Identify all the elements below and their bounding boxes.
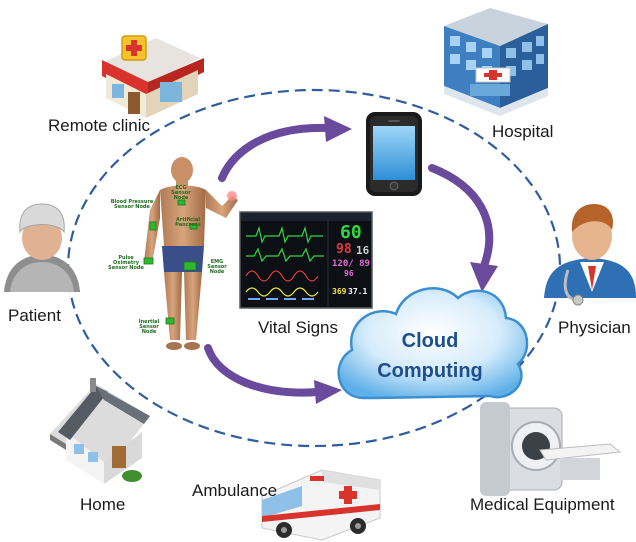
- monitor-spo2: 98: [336, 242, 352, 257]
- flow-arrows: [204, 116, 498, 404]
- ambulance-icon: [261, 469, 381, 541]
- monitor-rr: 16: [356, 244, 370, 257]
- label-physician: Physician: [558, 318, 631, 337]
- cloud-label-line2: Computing: [377, 360, 483, 382]
- monitor-bp: 120/ 89: [332, 259, 370, 269]
- monitor-map: 96: [344, 269, 354, 278]
- label-home: Home: [80, 495, 126, 514]
- label-medical-equipment: Medical Equipment: [470, 495, 615, 514]
- hospital-icon: [444, 8, 548, 116]
- sensor-label-ecg: ECG Sensor Node: [171, 185, 191, 201]
- smartphone-icon: [366, 112, 422, 196]
- sensor-label-inertial: Inertial Sensor Node: [138, 319, 160, 335]
- human-body-figure: [143, 157, 238, 350]
- sensor-label-emg: EMG Sensor Node: [207, 259, 227, 275]
- sensor-label-pulse-oximetry: Pulse Oximetry Sensor Node: [108, 255, 144, 271]
- cloud-label-line1: Cloud: [401, 330, 459, 352]
- label-hospital: Hospital: [492, 122, 554, 141]
- remote-clinic-icon: [102, 35, 204, 118]
- label-remote-clinic: Remote clinic: [48, 116, 151, 135]
- physician-icon: [544, 204, 636, 306]
- arrow-body-to-phone: [218, 123, 332, 182]
- arrow-body-to-cloud: [204, 344, 322, 397]
- vital-signs-monitor: [239, 211, 373, 309]
- label-patient: Patient: [8, 306, 61, 325]
- sensor-label-artificial-pancreas: Artificial Pancreas: [175, 217, 201, 228]
- sensor-label-blood-pressure: Blood Pressure Sensor Node: [110, 199, 154, 210]
- cloud-computing-shape: [337, 287, 529, 400]
- monitor-hr: 60: [340, 222, 362, 243]
- label-vital-signs: Vital Signs: [258, 318, 339, 337]
- monitor-etco2: 369: [332, 287, 347, 296]
- label-ambulance: Ambulance: [192, 481, 278, 500]
- monitor-temp: 37.1: [348, 287, 368, 296]
- patient-icon: [4, 203, 80, 292]
- arrow-phone-to-cloud: [428, 164, 494, 270]
- scanner-icon: [480, 402, 622, 496]
- home-icon: [50, 378, 150, 484]
